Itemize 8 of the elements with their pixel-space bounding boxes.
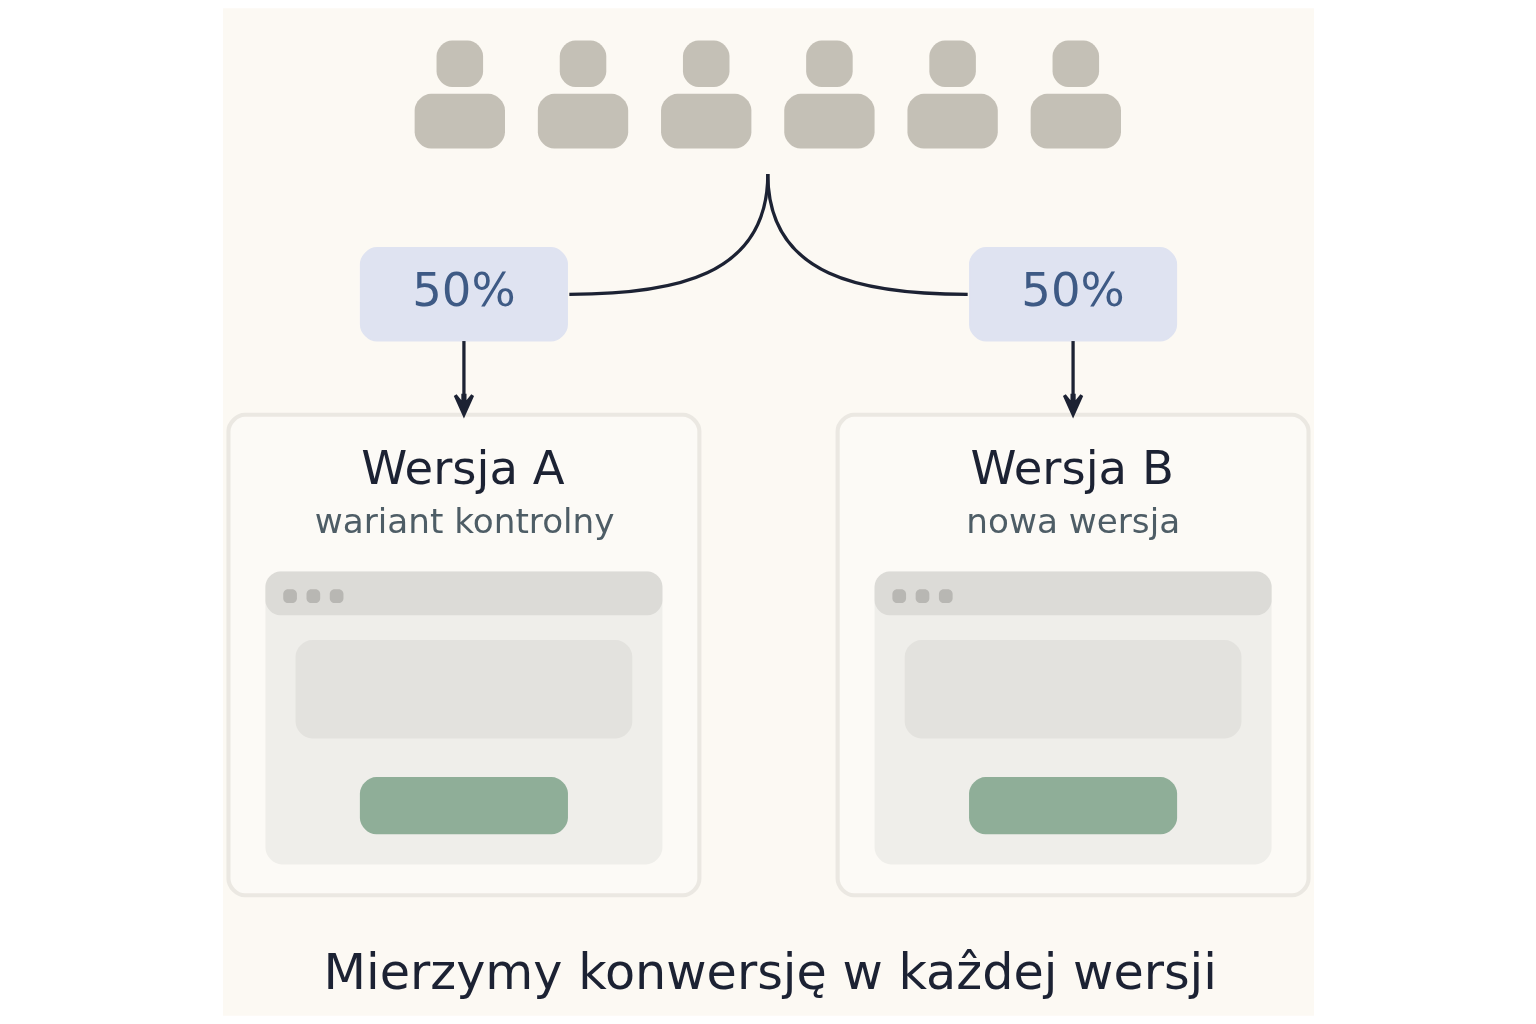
node-box: 50%	[968, 247, 1177, 342]
node-box: Wersja A wariant kontrolny	[225, 412, 701, 898]
caption: Mierzymy konwersję w kaẑdej wersji	[323, 943, 1217, 1002]
arrow	[1062, 341, 1083, 417]
node-box: 50%	[359, 247, 568, 342]
arrow	[453, 341, 474, 417]
node-box: Wersja B nowa wersja	[835, 412, 1311, 898]
connector	[765, 173, 968, 296]
